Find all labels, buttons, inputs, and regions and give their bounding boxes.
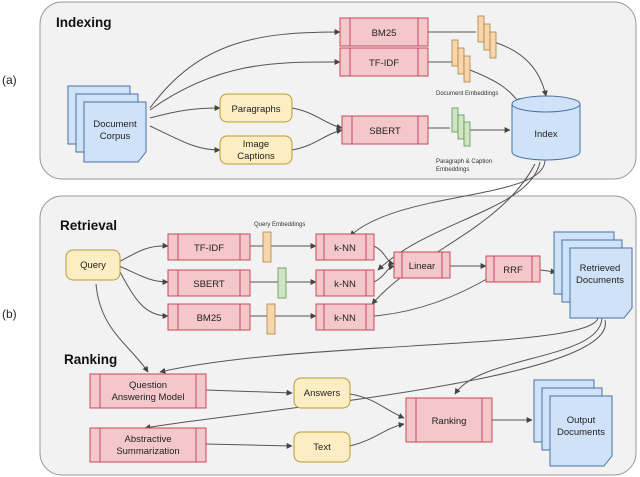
indexing-title: Indexing — [56, 15, 112, 30]
ranking-node: Ranking — [405, 397, 493, 443]
paragraph-caption-embeddings-caption-1: Paragraph & Caption — [436, 159, 492, 165]
answers-node: Answers — [293, 377, 351, 409]
part-b-label: (b) — [2, 307, 17, 321]
linear-label: Linear — [409, 261, 435, 272]
ranking-title: Ranking — [64, 352, 117, 367]
answers-label: Answers — [304, 388, 341, 399]
query-embeddings-caption: Query Embeddings — [254, 222, 305, 228]
paragraphs-node: Paragraphs — [219, 93, 293, 123]
paragraph-caption-embeddings-caption-2: Embeddings — [436, 167, 469, 173]
rrf-label: RRF — [503, 265, 523, 276]
image-captions-label-2: Captions — [237, 151, 275, 162]
paragraphs-label: Paragraphs — [231, 104, 280, 115]
qa-model-label-1: Question — [129, 380, 167, 391]
retrieved-documents-label-2: Documents — [576, 275, 624, 286]
knn-label-3: k-NN — [334, 313, 356, 324]
qa-model-label-2: Answering Model — [112, 392, 185, 403]
index-database: Index — [511, 95, 581, 161]
retrieval-title: Retrieval — [60, 218, 117, 233]
knn-node-3: k-NN — [315, 303, 375, 331]
tfidf-model-query: TF-IDF — [167, 233, 251, 261]
abstractive-label-1: Abstractive — [125, 434, 172, 445]
bm25-embeddings-icon — [477, 15, 497, 59]
document-embeddings-caption: Document Embeddings — [436, 91, 498, 97]
sbert-model-query: SBERT — [167, 269, 251, 297]
query-node: Query — [65, 249, 121, 281]
abstractive-label-2: Summarization — [116, 446, 179, 457]
output-documents-label-2: Documents — [557, 427, 605, 438]
text-label: Text — [313, 442, 331, 453]
retrieved-documents-label-1: Retrieved — [580, 263, 621, 274]
tfidf-model-index: TF-IDF — [339, 47, 429, 77]
image-captions-node: Image Captions — [219, 135, 293, 165]
index-label: Index — [534, 129, 557, 140]
part-a-label: (a) — [2, 73, 17, 87]
qa-model-node: Question Answering Model — [89, 373, 207, 409]
document-corpus-label-1: Document — [93, 119, 137, 130]
rrf-node: RRF — [485, 255, 541, 283]
abstractive-summarization-node: Abstractive Summarization — [89, 427, 207, 463]
document-corpus-stack: Document Corpus — [67, 85, 147, 163]
bm25-query-label: BM25 — [197, 313, 222, 324]
tfidf-embeddings-icon — [451, 39, 471, 83]
bm25-query-embedding-icon — [266, 303, 276, 335]
sbert-model-index: SBERT — [341, 115, 429, 145]
sbert-query-embedding-icon — [277, 267, 287, 299]
document-corpus-label-2: Corpus — [100, 131, 131, 142]
tfidf-query-label: TF-IDF — [194, 243, 224, 254]
tfidf-query-embedding-icon — [262, 231, 272, 263]
sbert-query-label: SBERT — [193, 279, 225, 290]
bm25-index-label: BM25 — [372, 28, 397, 39]
sbert-index-label: SBERT — [369, 126, 401, 137]
output-documents-stack: Output Documents — [533, 379, 613, 467]
bm25-model-index: BM25 — [339, 17, 429, 47]
text-node: Text — [293, 431, 351, 463]
linear-node: Linear — [393, 251, 451, 279]
retrieved-documents-stack: Retrieved Documents — [553, 231, 633, 319]
knn-node-2: k-NN — [315, 269, 375, 297]
knn-label-1: k-NN — [334, 243, 356, 254]
query-label: Query — [80, 260, 106, 271]
output-documents-label-1: Output — [567, 415, 596, 426]
image-captions-label-1: Image — [243, 139, 269, 150]
sbert-embeddings-icon — [451, 107, 471, 147]
knn-node-1: k-NN — [315, 233, 375, 261]
ranking-label: Ranking — [432, 416, 467, 427]
knn-label-2: k-NN — [334, 279, 356, 290]
bm25-model-query: BM25 — [167, 303, 251, 331]
tfidf-index-label: TF-IDF — [369, 58, 399, 69]
